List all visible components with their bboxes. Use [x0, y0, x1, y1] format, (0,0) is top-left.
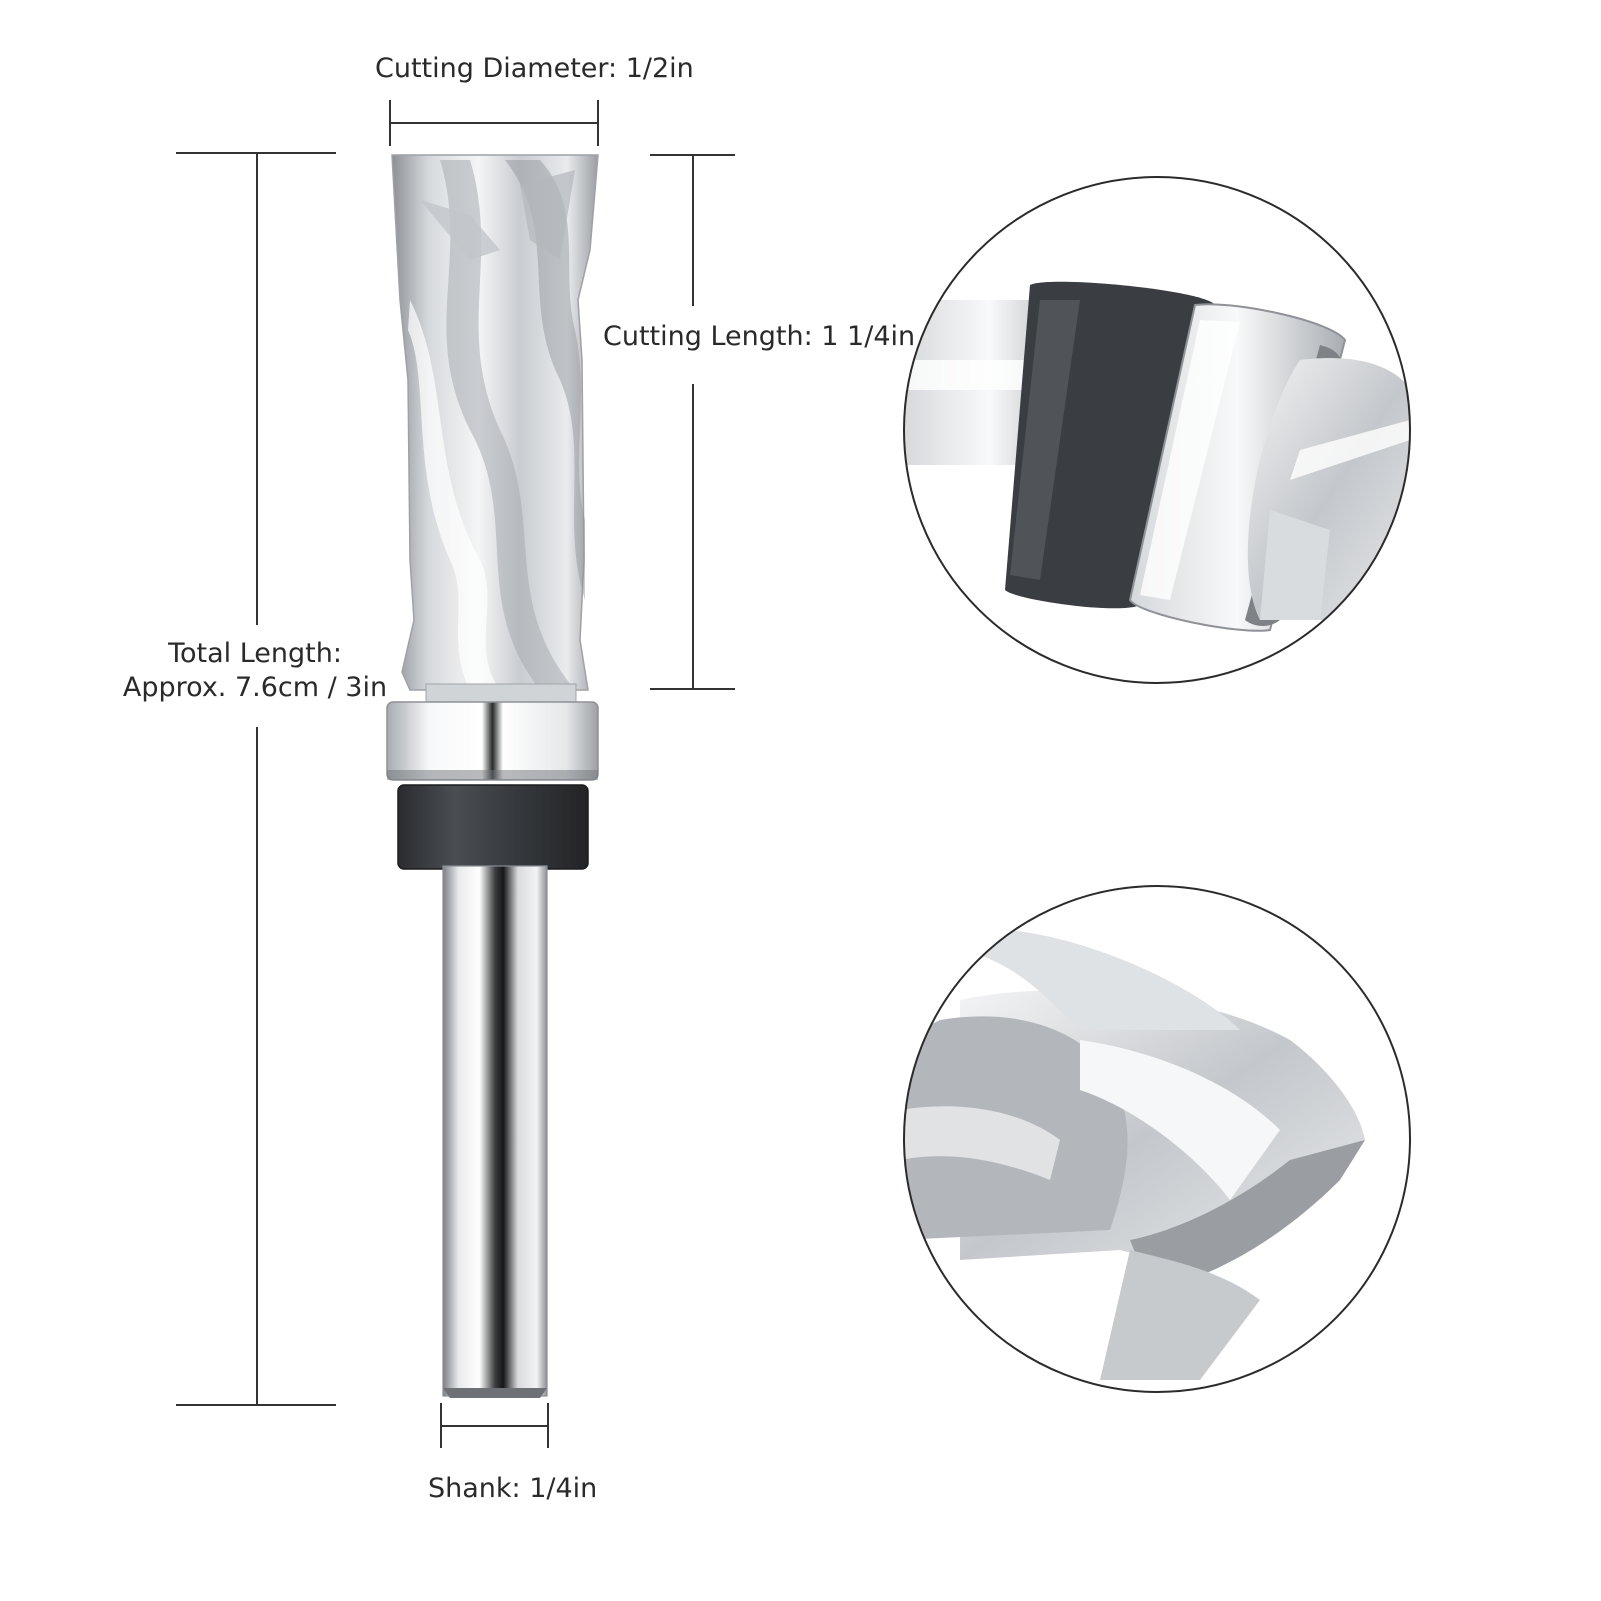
- bearing-ring-black: [397, 784, 589, 870]
- bearing-ring-silver: [386, 701, 599, 781]
- flute-detail-view: [903, 885, 1411, 1393]
- cutting-diameter-label: Cutting Diameter: 1/2in: [375, 53, 694, 84]
- shank: [442, 865, 548, 1397]
- total-length-label-line2: Approx. 7.6cm / 3in: [122, 672, 388, 703]
- total-length-label: Total Length: Approx. 7.6cm / 3in: [100, 637, 410, 705]
- bearing-detail-view: [903, 176, 1411, 684]
- total-length-label-line1: Total Length:: [168, 638, 342, 669]
- router-bit: [386, 154, 599, 1398]
- shank-label: Shank: 1/4in: [428, 1473, 598, 1504]
- dimension-lines: [176, 100, 735, 1448]
- cutting-length-label: Cutting Length: 1 1/4in: [603, 321, 916, 352]
